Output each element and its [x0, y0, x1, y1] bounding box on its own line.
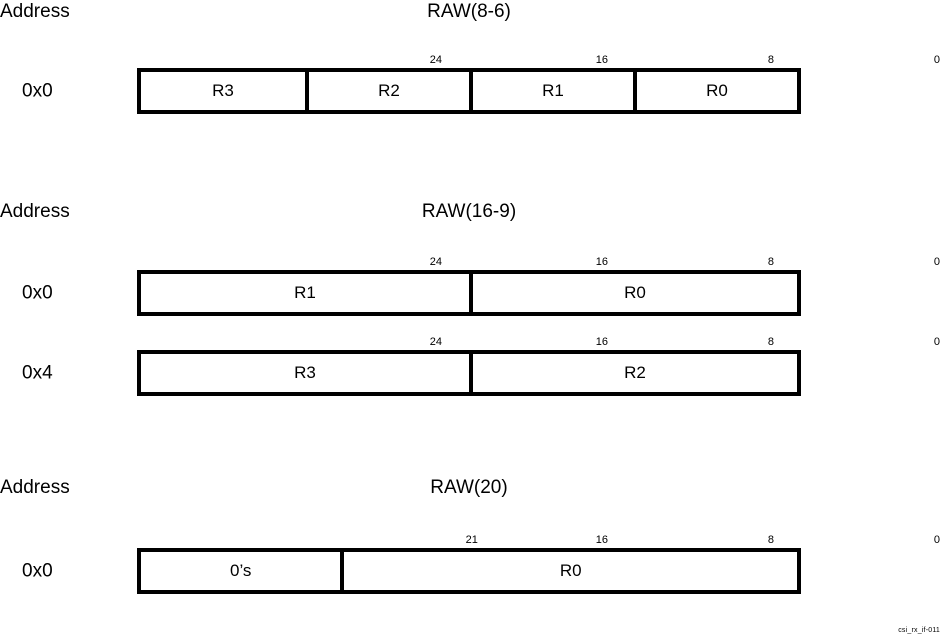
bit-tick-label: 8 — [767, 256, 774, 268]
bitfield-cell-label: 0’s — [229, 561, 252, 580]
row-address-value: 0x0 — [22, 282, 53, 304]
bit-tick-label: 16 — [595, 336, 608, 348]
bit-tick-label: 24 — [429, 256, 442, 268]
bitfield-cell: R3 — [141, 72, 305, 110]
bitfield-cell: R2 — [469, 354, 797, 392]
section-title: RAW(16-9) — [421, 201, 517, 222]
bitfield-cell-label: R2 — [378, 81, 400, 100]
section-header: Address RAW(20) — [0, 476, 948, 502]
section-title: RAW(20) — [430, 477, 508, 498]
diagram-section: Address RAW(20) 0x0 21 16 8 0 0’s R0 — [0, 476, 948, 594]
bitfield-cell-label: R0 — [624, 283, 646, 302]
bit-position-ticks: 24 16 8 0 — [278, 54, 942, 70]
bit-tick-label: 24 — [429, 54, 442, 66]
register-row: 0x0 21 16 8 0 0’s R0 — [0, 534, 948, 594]
bitfield-cell-label: R1 — [542, 81, 564, 100]
section-title: RAW(8-6) — [427, 1, 511, 22]
figure-id-label: csi_rx_if-011 — [898, 627, 940, 634]
bit-tick-label: 0 — [933, 534, 940, 546]
bit-tick-label: 16 — [595, 534, 608, 546]
section-header: Address RAW(16-9) — [0, 200, 948, 226]
bit-tick-label: 0 — [933, 256, 940, 268]
bit-tick-label: 16 — [595, 54, 608, 66]
bit-position-ticks: 21 16 8 0 — [278, 534, 942, 550]
row-address-value: 0x0 — [22, 560, 53, 582]
section-header: Address RAW(8-6) — [0, 0, 948, 26]
bit-tick-label: 16 — [595, 256, 608, 268]
bit-tick-label: 0 — [933, 54, 940, 66]
row-address-value: 0x0 — [22, 80, 53, 102]
bitfield-cell: R1 — [141, 274, 469, 312]
bitfield-cell: R2 — [305, 72, 469, 110]
bitfield-cell: R0 — [633, 72, 797, 110]
bitfield-cell-label: R3 — [294, 363, 316, 382]
bit-tick-label: 0 — [933, 336, 940, 348]
address-column-label: Address — [0, 201, 70, 222]
address-column-label: Address — [0, 477, 70, 498]
bitfield-cell: R3 — [141, 354, 469, 392]
bit-tick-label: 8 — [767, 534, 774, 546]
bitfield-cell: R0 — [469, 274, 797, 312]
bitfield-cell-label: R2 — [624, 363, 646, 382]
bit-tick-label: 8 — [767, 336, 774, 348]
bitfield-cell-label: R0 — [706, 81, 728, 100]
bitfield-cell: R1 — [469, 72, 633, 110]
bit-position-ticks: 24 16 8 0 — [278, 256, 942, 272]
bit-position-ticks: 24 16 8 0 — [278, 336, 942, 352]
bit-tick-label: 21 — [465, 534, 478, 546]
bitfield-cell: R0 — [340, 552, 797, 590]
address-column-label: Address — [0, 1, 70, 22]
register-bitfield-box: 21 16 8 0 0’s R0 — [137, 534, 940, 594]
bit-tick-label: 24 — [429, 336, 442, 348]
bitfield-cell: 0’s — [141, 552, 340, 590]
row-address-value: 0x4 — [22, 362, 53, 384]
bit-tick-label: 8 — [767, 54, 774, 66]
bitfield-cell-label: R3 — [212, 81, 234, 100]
bitfield-cell-label: R0 — [559, 561, 582, 580]
bitfield-cell-label: R1 — [294, 283, 316, 302]
